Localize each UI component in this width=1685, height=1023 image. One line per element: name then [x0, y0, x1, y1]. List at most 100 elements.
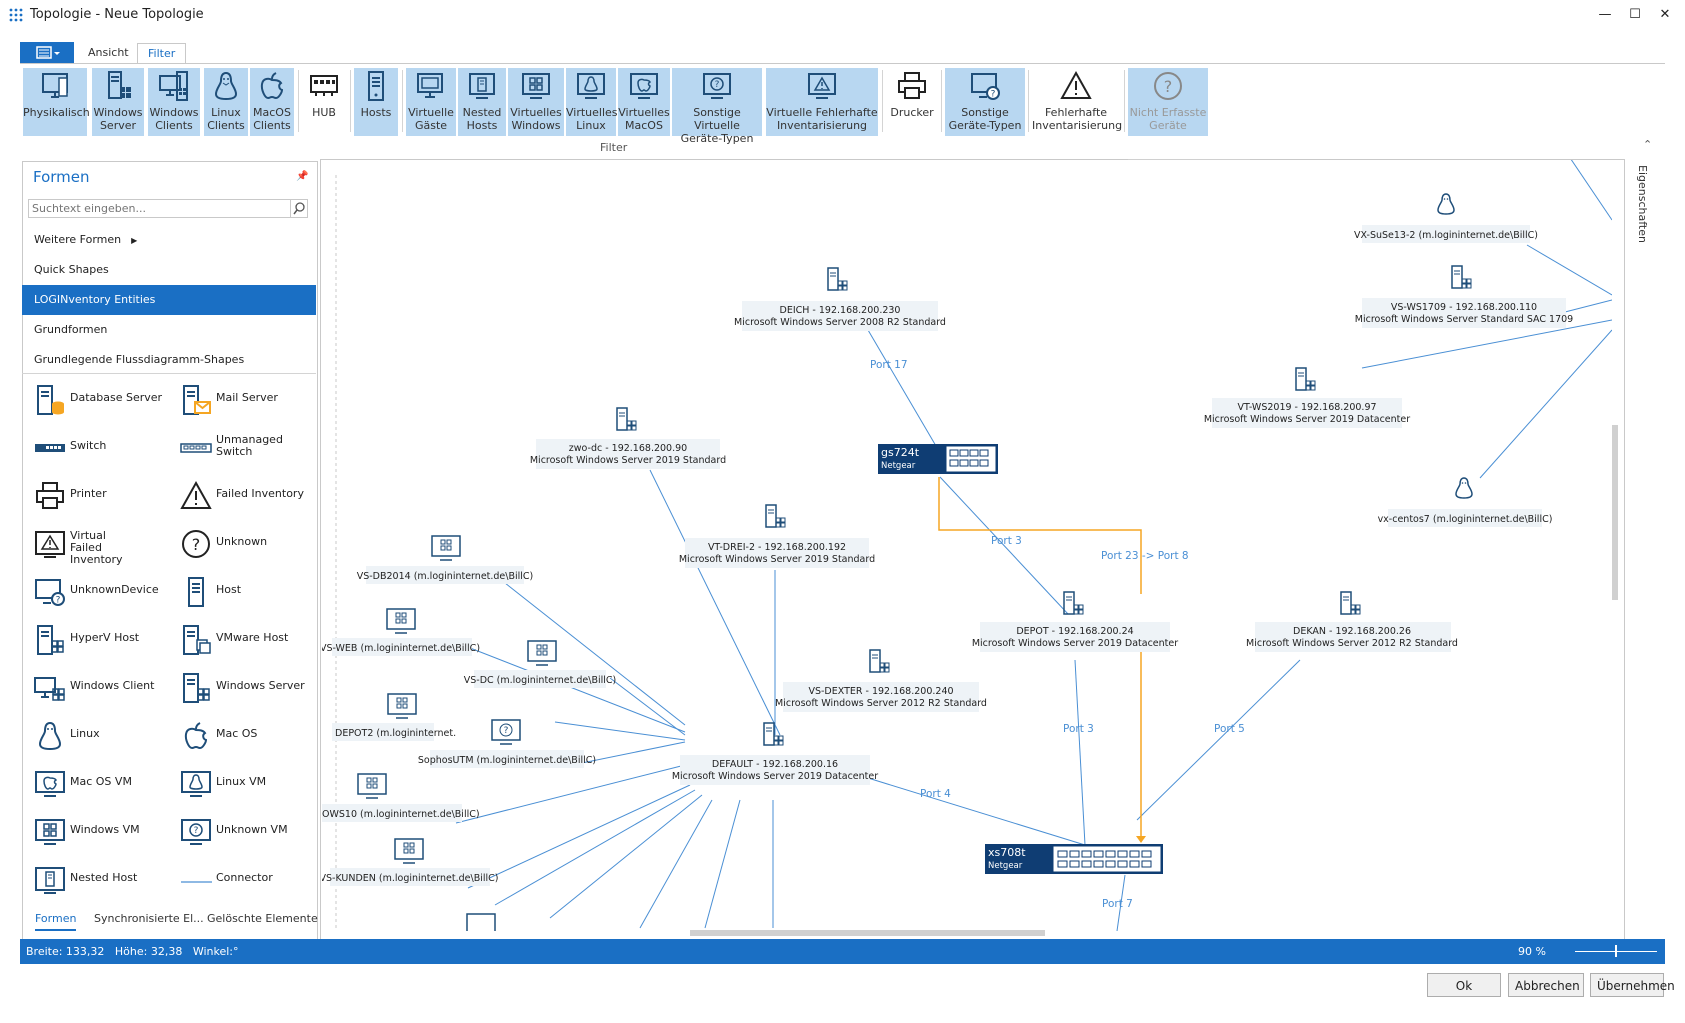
node-vt-drei-2[interactable]: VT-DREI-2 - 192.168.200.192 Microsoft Wi…	[679, 504, 875, 568]
node-vx-centos7[interactable]: vx-centos7 (m.logininternet.de\BillC)	[1378, 477, 1553, 527]
category-loginventory-entities[interactable]: LOGINventory Entities	[22, 285, 316, 315]
filter-hub-button[interactable]: HUB	[302, 68, 346, 136]
node-vs-db2014[interactable]: VS-DB2014 (m.logininternet.de\BillC)	[357, 535, 534, 584]
filter-virtuelles-linux-button[interactable]: Virtuelles Linux	[566, 68, 618, 136]
properties-tab[interactable]: Eigenschaften	[1636, 165, 1649, 243]
shape-printer[interactable]: Printer	[34, 478, 174, 516]
filter-sonstige-virtuelle-button[interactable]: ? Sonstige Virtuelle Geräte-Typen	[672, 68, 762, 145]
filter-windows-clients-button[interactable]: Windows Clients	[148, 68, 200, 136]
filter-nested-hosts-button[interactable]: Nested Hosts	[458, 68, 506, 136]
node-vs-ws1709[interactable]: VS-WS1709 - 192.168.200.110 Microsoft Wi…	[1355, 265, 1573, 328]
ok-button[interactable]: Ok	[1427, 973, 1501, 997]
shape-windows-client[interactable]: Windows Client	[34, 670, 174, 708]
shape-connector[interactable]: Connector	[180, 862, 310, 900]
pin-icon[interactable]: 📌	[296, 171, 309, 182]
node-os: Microsoft Windows Server 2019 Datacenter	[1204, 414, 1410, 425]
shape-linux-vm[interactable]: Linux VM	[180, 766, 310, 804]
shape-switch[interactable]: Switch	[34, 430, 174, 468]
filter-sonstige-geraete-button[interactable]: ? Sonstige Geräte-Typen	[945, 68, 1025, 136]
shape-mail-server[interactable]: Mail Server	[180, 382, 310, 420]
apply-button[interactable]: Übernehmen	[1590, 973, 1675, 997]
node-depot2[interactable]: DEPOT2 (m.logininternet.	[332, 693, 456, 741]
minimize-button[interactable]: —	[1598, 7, 1612, 22]
windows-vm-icon	[522, 73, 550, 99]
node-deich[interactable]: DEICH - 192.168.200.230 Microsoft Window…	[734, 267, 946, 331]
chevron-right-icon: ▶	[131, 236, 138, 245]
node-vs-dexter[interactable]: VS-DEXTER - 192.168.200.240 Microsoft Wi…	[775, 649, 987, 712]
shape-mac-os-vm[interactable]: Mac OS VM	[34, 766, 174, 804]
filter-macos-clients-button[interactable]: MacOS Clients	[250, 68, 294, 136]
shape-hyperv-host[interactable]: HyperV Host	[34, 622, 174, 660]
shape-failed-inventory[interactable]: Failed Inventory	[180, 478, 310, 516]
node-dekan[interactable]: DEKAN - 192.168.200.26 Microsoft Windows…	[1246, 591, 1458, 652]
shape-unmanaged-switch[interactable]: Unmanaged Switch	[180, 430, 310, 468]
filter-virtuelle-fehlerhafte-button[interactable]: Virtuelle Fehlerhafte Inventarisierung	[766, 68, 878, 136]
node-vx-suse13-2[interactable]: VX-SuSe13-2 (m.logininternet.de\BillC)	[1354, 193, 1538, 243]
zoom-slider-handle[interactable]	[1615, 945, 1617, 957]
shape-database-server[interactable]: Database Server	[34, 382, 174, 420]
tab-formen[interactable]: Formen	[35, 909, 77, 931]
node-default[interactable]: DEFAULT - 192.168.200.16 Microsoft Windo…	[672, 722, 878, 785]
node-os: Microsoft Windows Server 2019 Standard	[679, 554, 875, 565]
shape-label: Mac OS VM	[70, 775, 132, 788]
filter-virtuelle-gaeste-button[interactable]: Virtuelle Gäste	[406, 68, 456, 136]
filter-virtuelles-macos-button[interactable]: Virtuelles MacOS	[618, 68, 670, 136]
search-icon[interactable]	[290, 200, 308, 217]
shape-virtual-failed-inventory[interactable]: Virtual Failed Inventory	[34, 526, 174, 566]
shape-windows-server[interactable]: Windows Server	[180, 670, 310, 708]
zoom-value: 90 %	[1518, 945, 1546, 958]
category-grundformen[interactable]: Grundformen	[34, 323, 108, 336]
tab-filter[interactable]: Filter	[137, 43, 187, 64]
shape-unknown[interactable]: ? Unknown	[180, 526, 310, 564]
vertical-scrollbar[interactable]	[1612, 425, 1618, 600]
status-text: Breite: 133,32 Höhe: 32,38 Winkel:°	[26, 945, 239, 958]
node-vs-kunden[interactable]: VS-KUNDEN (m.logininternet.de\BillC)	[322, 838, 499, 886]
category-quick-shapes[interactable]: Quick Shapes	[34, 263, 109, 276]
shape-unknown-vm[interactable]: ? Unknown VM	[180, 814, 310, 852]
shape-mac-os[interactable]: Mac OS	[180, 718, 310, 756]
filter-label: Nested Hosts	[462, 106, 502, 132]
shape-linux[interactable]: Linux	[34, 718, 174, 756]
tab-ansicht[interactable]: Ansicht	[88, 46, 129, 59]
node-ows10[interactable]: OWS10 (m.logininternet.de\BillC)	[322, 773, 480, 822]
filter-linux-clients-button[interactable]: Linux Clients	[204, 68, 248, 136]
horizontal-scrollbar[interactable]	[690, 930, 1045, 936]
node-vs-web[interactable]: VS-WEB (m.logininternet.de\BillC)	[322, 608, 480, 656]
node-vs-dc[interactable]: VS-DC (m.logininternet.de\BillC)	[464, 640, 616, 688]
node-depot[interactable]: DEPOT - 192.168.200.24 Microsoft Windows…	[972, 591, 1178, 652]
windows-vm-icon	[386, 608, 416, 634]
filter-fehlerhafte-button[interactable]: Fehlerhafte Inventarisierung	[1032, 68, 1122, 136]
filter-hosts-button[interactable]: Hosts	[354, 68, 398, 136]
tab-synchronisierte-elemente[interactable]: Synchronisierte El...	[94, 912, 204, 925]
hyperv-host-icon	[37, 625, 64, 655]
windows-server-icon	[616, 407, 637, 431]
switch-gs724t[interactable]: gs724t Netgear	[878, 444, 998, 474]
node-zwo-dc[interactable]: zwo-dc - 192.168.200.90 Microsoft Window…	[530, 407, 726, 469]
file-menu-button[interactable]	[20, 42, 74, 64]
close-button[interactable]: ✕	[1659, 7, 1671, 22]
shape-windows-vm[interactable]: Windows VM	[34, 814, 174, 852]
category-weitere-formen[interactable]: Weitere Formen▶	[22, 225, 316, 255]
shape-label: Nested Host	[70, 871, 138, 884]
filter-physikalisch-button[interactable]: Physikalisch	[23, 68, 90, 136]
diagram-canvas[interactable]: DEICH - 192.168.200.230 Microsoft Window…	[322, 160, 1612, 931]
shape-nested-host[interactable]: Nested Host	[34, 862, 174, 900]
filter-windows-server-button[interactable]: Windows Server	[92, 68, 144, 136]
cancel-button[interactable]: Abbrechen	[1508, 973, 1584, 997]
host-icon	[368, 71, 384, 101]
shape-vmware-host[interactable]: VMware Host	[180, 622, 310, 660]
maximize-button[interactable]: ☐	[1629, 7, 1641, 22]
node-vt-ws2019[interactable]: VT-WS2019 - 192.168.200.97 Microsoft Win…	[1204, 367, 1410, 428]
filter-nicht-erfasste-button[interactable]: ? Nicht Erfasste Geräte	[1128, 68, 1208, 136]
search-input[interactable]	[28, 199, 308, 218]
category-flussdiagramm[interactable]: Grundlegende Flussdiagramm-Shapes	[34, 353, 245, 366]
node-name: VS-DB2014 (m.logininternet.de\BillC)	[357, 571, 534, 582]
filter-virtuelles-windows-button[interactable]: Virtuelles Windows	[508, 68, 564, 136]
tab-geloeschte-elemente[interactable]: Gelöschte Elemente	[207, 912, 318, 925]
shape-host[interactable]: Host	[180, 574, 310, 612]
filter-drucker-button[interactable]: Drucker	[886, 68, 938, 136]
node-sophosutm[interactable]: ? SophosUTM (m.logininternet.de\BillC)	[418, 719, 596, 768]
ribbon-collapse-icon[interactable]: ⌃	[1643, 138, 1653, 151]
shape-unknown-device[interactable]: ? UnknownDevice	[34, 574, 174, 612]
switch-xs708t[interactable]: xs708t Netgear	[985, 844, 1163, 874]
